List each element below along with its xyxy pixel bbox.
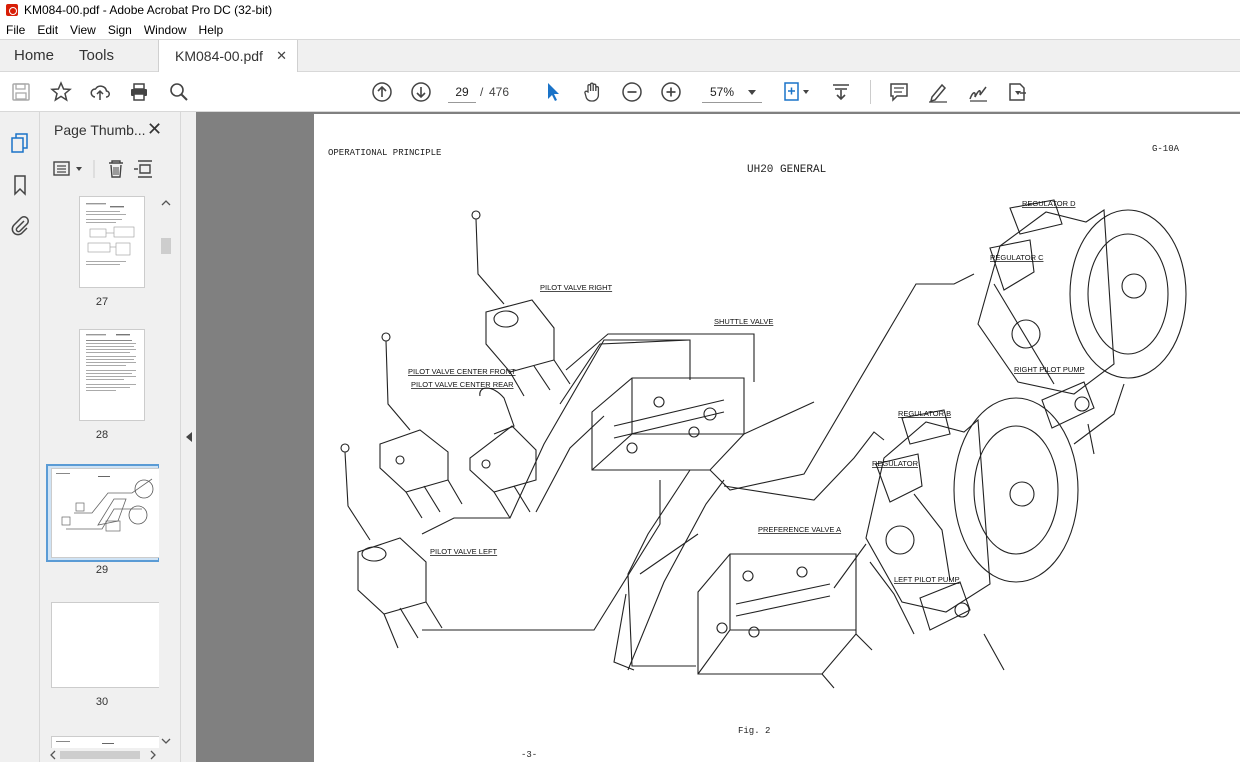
tab-document[interactable]: KM084-00.pdf ✕ xyxy=(158,40,298,73)
menu-sign[interactable]: Sign xyxy=(107,22,132,37)
menu-bar: File Edit View Sign Window Help xyxy=(0,20,1240,39)
attachments-paperclip-icon[interactable] xyxy=(9,214,31,236)
left-navigation-rail xyxy=(0,112,40,762)
zoom-out-icon[interactable] xyxy=(620,80,644,104)
window-title: KM084-00.pdf - Adobe Acrobat Pro DC (32-… xyxy=(24,3,273,17)
close-panel-icon[interactable]: ✕ xyxy=(147,119,163,139)
previous-page-icon[interactable] xyxy=(370,80,394,104)
thumbnail-label: 28 xyxy=(95,429,109,441)
scrolling-mode-icon[interactable] xyxy=(829,80,853,104)
page-display-icon[interactable] xyxy=(780,80,812,104)
thumbnail-page-31[interactable] xyxy=(51,736,161,748)
page-thumbnails-icon[interactable] xyxy=(9,132,31,154)
bookmarks-icon[interactable] xyxy=(9,174,31,196)
header-left: OPERATIONAL PRINCIPLE xyxy=(328,148,442,158)
menu-window[interactable]: Window xyxy=(143,22,187,37)
sign-icon[interactable] xyxy=(966,80,990,104)
insert-page-icon[interactable] xyxy=(134,160,152,178)
thumbnail-label: 29 xyxy=(95,564,109,576)
document-view[interactable]: OPERATIONAL PRINCIPLE G-10A UH20 GENERAL… xyxy=(196,112,1240,762)
label-right-pilot-pump: RIGHT PILOT PUMP xyxy=(1014,365,1085,374)
menu-file[interactable]: File xyxy=(6,22,26,37)
label-regulator-d: REGULATOR D xyxy=(1022,199,1076,208)
label-preference-valve: PREFERENCE VALVE A xyxy=(758,525,841,534)
tab-tools[interactable]: Tools xyxy=(79,47,115,64)
label-shuttle-valve: SHUTTLE VALVE xyxy=(714,317,773,326)
page-number: -3- xyxy=(521,750,538,760)
header-right: G-10A xyxy=(1152,144,1180,154)
panel-title: Page Thumb... xyxy=(54,122,146,138)
thumbnail-label: 30 xyxy=(95,696,109,708)
toolbar-divider xyxy=(870,80,871,104)
label-pilot-valve-left: PILOT VALVE LEFT xyxy=(430,547,498,556)
highlight-pen-icon[interactable] xyxy=(926,80,950,104)
scroll-left-icon[interactable] xyxy=(46,748,60,762)
comment-icon[interactable] xyxy=(887,80,911,104)
zoom-level-select[interactable]: 57% xyxy=(702,81,762,103)
label-regulator-b: REGULATOR B xyxy=(898,409,951,418)
tab-home[interactable]: Home xyxy=(14,47,55,64)
thumbnail-label: 27 xyxy=(95,296,109,308)
send-for-signature-icon[interactable] xyxy=(1005,80,1029,104)
thumbnail-vertical-scrollbar[interactable] xyxy=(159,196,173,748)
chevron-down-icon xyxy=(748,90,756,95)
thumbnail-horizontal-scrollbar[interactable] xyxy=(40,748,164,762)
acrobat-app-icon xyxy=(6,4,18,16)
bookmark-star-icon[interactable] xyxy=(49,80,73,104)
upload-cloud-icon[interactable] xyxy=(88,80,112,104)
hydraulic-schematic-diagram: PILOT VALVE RIGHT SHUTTLE VALVE PILOT VA… xyxy=(340,199,1187,689)
save-icon[interactable] xyxy=(9,80,33,104)
tab-bar: Home Tools KM084-00.pdf ✕ xyxy=(0,39,1240,73)
zoom-in-icon[interactable] xyxy=(659,80,683,104)
panel-splitter[interactable] xyxy=(180,112,196,762)
page-number-input[interactable]: 29 xyxy=(448,81,476,103)
title-bar: KM084-00.pdf - Adobe Acrobat Pro DC (32-… xyxy=(0,0,1240,20)
label-left-pilot-pump: LEFT PILOT PUMP xyxy=(894,575,960,584)
label-pilot-valve-center-rear: PILOT VALVE CENTER REAR xyxy=(411,380,514,389)
thumbnail-page-30[interactable] xyxy=(51,602,161,688)
scrollbar-thumb[interactable] xyxy=(161,238,171,254)
page-heading: UH20 GENERAL xyxy=(747,164,827,176)
collapse-panel-icon[interactable] xyxy=(186,432,192,442)
scroll-down-icon[interactable] xyxy=(159,734,173,748)
zoom-level-value: 57% xyxy=(710,85,735,99)
search-icon[interactable] xyxy=(167,80,191,104)
pdf-page: OPERATIONAL PRINCIPLE G-10A UH20 GENERAL… xyxy=(314,114,1240,762)
hand-tool-icon[interactable] xyxy=(581,80,605,104)
print-icon[interactable] xyxy=(127,80,151,104)
scroll-up-icon[interactable] xyxy=(159,196,173,210)
total-pages: 476 xyxy=(489,85,510,99)
thumbnail-page-27[interactable] xyxy=(79,196,145,288)
scroll-right-icon[interactable] xyxy=(146,748,160,762)
thumbnail-page-28[interactable] xyxy=(79,329,145,421)
thumbnail-options-icon[interactable] xyxy=(53,161,82,176)
menu-edit[interactable]: Edit xyxy=(37,22,59,37)
close-tab-icon[interactable]: ✕ xyxy=(276,48,287,63)
thumbnail-tools xyxy=(52,156,172,182)
figure-caption: Fig. 2 xyxy=(738,726,771,736)
page-separator: / xyxy=(480,85,484,99)
next-page-icon[interactable] xyxy=(409,80,433,104)
menu-help[interactable]: Help xyxy=(198,22,224,37)
delete-page-icon[interactable] xyxy=(109,160,123,178)
label-regulator: REGULATOR xyxy=(872,459,919,468)
thumbnail-page-29[interactable] xyxy=(51,468,161,558)
toolbar: 29 / 476 57% xyxy=(0,72,1240,112)
page-thumbnails-panel: Page Thumb... ✕ xyxy=(40,112,180,762)
label-pilot-valve-center-front: PILOT VALVE CENTER FRONT xyxy=(408,367,516,376)
label-regulator-c: REGULATOR C xyxy=(990,253,1044,262)
menu-view[interactable]: View xyxy=(70,22,96,37)
select-arrow-icon[interactable] xyxy=(541,80,565,104)
thumbnail-list: 27 28 xyxy=(40,196,164,748)
document-tab-label: KM084-00.pdf xyxy=(175,48,263,64)
scrollbar-thumb[interactable] xyxy=(60,751,140,759)
label-pilot-valve-right: PILOT VALVE RIGHT xyxy=(540,283,613,292)
